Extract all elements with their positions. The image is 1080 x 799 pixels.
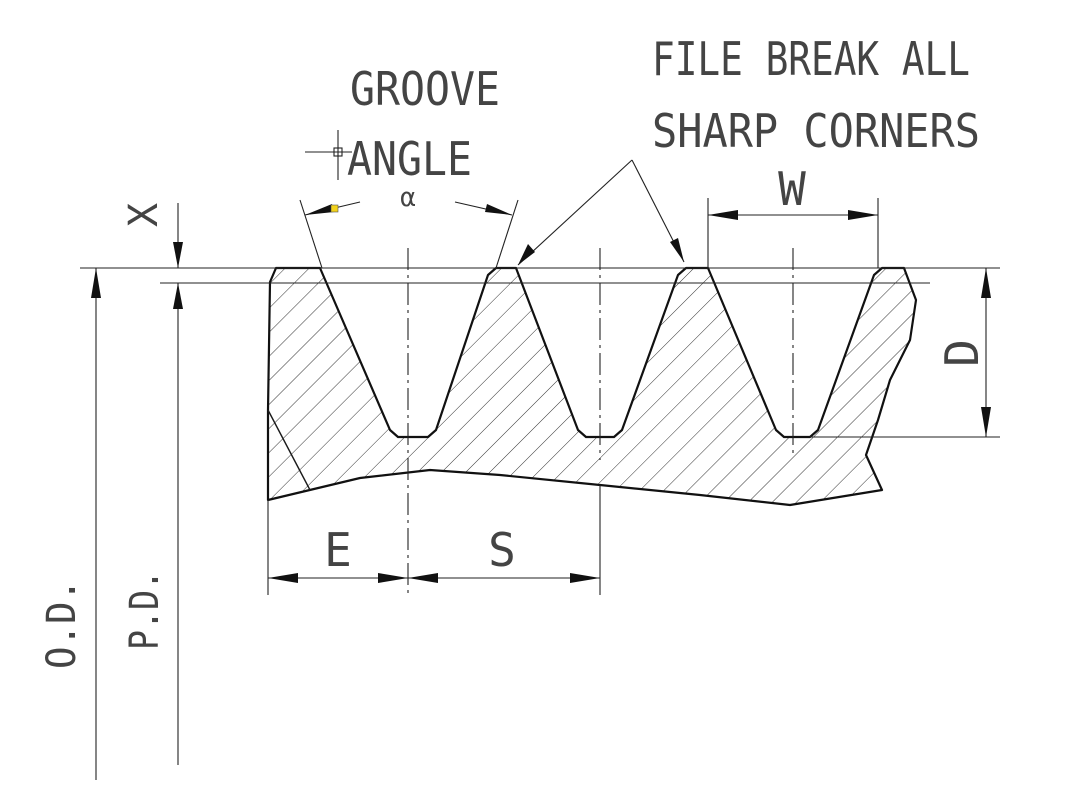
s-arrow-right — [570, 573, 600, 583]
e-arrow-left — [268, 573, 298, 583]
file-break-label-line2: SHARP CORNERS — [652, 104, 980, 158]
w-label: W — [778, 162, 806, 216]
alpha-label: α — [400, 183, 416, 213]
angle-extension-right — [495, 199, 519, 269]
file-break-label-line1: FILE BREAK ALL — [652, 32, 970, 86]
w-arrow-left — [708, 210, 738, 220]
d-label: D — [935, 339, 989, 367]
s-label: S — [488, 523, 516, 577]
od-label: O.D. — [39, 579, 85, 669]
d-arrow-bottom — [981, 407, 991, 437]
od-arrow-top — [91, 268, 101, 298]
groove-label: GROOVE — [350, 62, 500, 116]
angle-arrow-left — [305, 204, 334, 215]
crosshair-box — [333, 147, 343, 157]
rim-chamfer-line — [267, 409, 311, 491]
x-arrow-top — [173, 242, 183, 268]
leader-arrow-left — [518, 244, 535, 265]
e-label: E — [324, 523, 352, 577]
angle-marker-icon — [330, 204, 339, 213]
x-arrow-bottom — [173, 283, 183, 309]
file-break-leader-left — [517, 159, 633, 266]
sheave-cross-section — [266, 266, 918, 507]
pd-label: P.D. — [122, 570, 168, 650]
leader-arrow-right — [670, 238, 684, 262]
s-arrow-left — [408, 573, 438, 583]
angle-extension-left — [299, 199, 323, 269]
angle-label: ANGLE — [347, 132, 472, 186]
d-arrow-top — [981, 268, 991, 298]
w-arrow-right — [848, 210, 878, 220]
e-arrow-right — [378, 573, 408, 583]
angle-arrow-right — [485, 204, 512, 215]
x-label: X — [121, 203, 167, 227]
